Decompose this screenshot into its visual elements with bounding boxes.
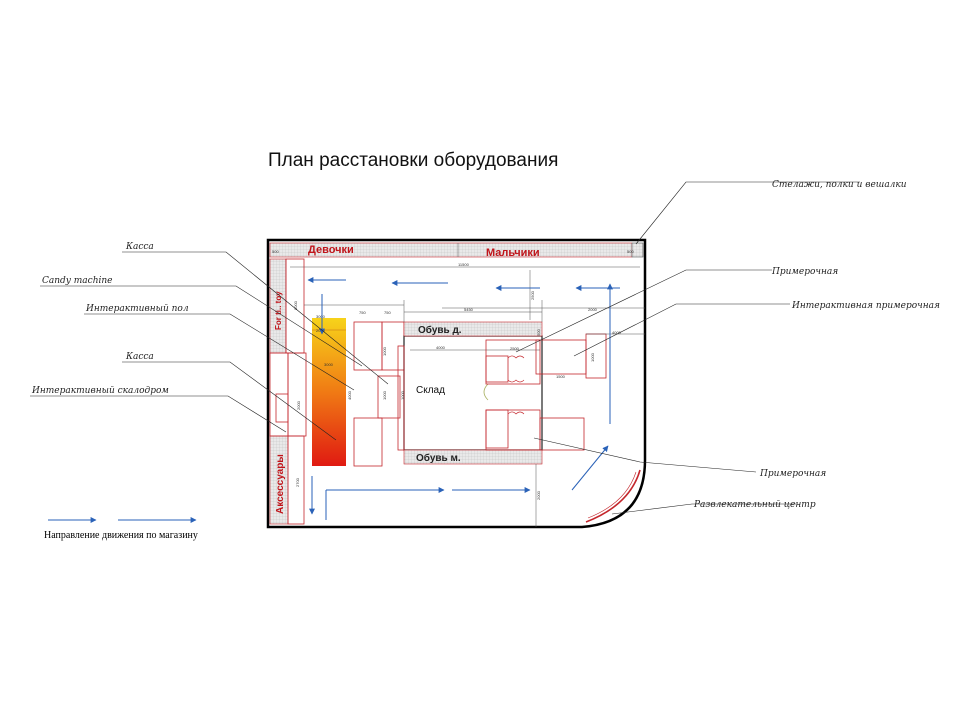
- zone-obuv-m-label: Обувь м.: [416, 452, 461, 464]
- zone-devochki-label: Девочки: [308, 244, 354, 256]
- dim-750a: 750: [359, 310, 366, 315]
- flow-arrows: [307, 277, 620, 520]
- fitting-rooms: 2500 500 1500 1000 4000: [485, 329, 645, 451]
- kassa-blocks: 750 750 1000 1000: [353, 310, 405, 467]
- dim-3000: 3000: [316, 314, 326, 319]
- callout-stellazh: Стелажи, полки и вешалки: [772, 180, 907, 190]
- dim-2000-mid: 2000: [588, 307, 598, 312]
- dim-500-mid: 500: [536, 329, 541, 336]
- dim-1000-b: 1000: [382, 390, 387, 400]
- zone-malchiki-label: Мальчики: [486, 247, 540, 259]
- dim-2700: 2700: [295, 477, 300, 487]
- callout-primerochnaya-1: Примерочная: [771, 267, 838, 277]
- dim-4000-r: 4000: [612, 330, 622, 335]
- store-outline: [266, 238, 647, 529]
- callout-primerochnaya-2: Примерочная: [759, 469, 826, 479]
- dim-3000-b: 3000: [324, 362, 334, 367]
- dim-4000-l: 4000: [347, 390, 352, 400]
- warehouse: Обувь д. Обувь м. Склад 4000 5450 1000: [397, 307, 543, 465]
- dim-500: 500: [272, 249, 279, 254]
- left-blocks: 2000: [269, 352, 307, 437]
- dim-1000: 1000: [382, 346, 387, 356]
- dim-500-right: 500: [627, 249, 634, 254]
- top-dimension: 11500: [290, 262, 640, 268]
- entertainment-center: [585, 469, 641, 523]
- callout-kassa-top: Касса: [125, 242, 154, 252]
- dim-5450: 5450: [464, 307, 474, 312]
- callout-interactive-floor: Интерактивный пол: [85, 304, 189, 314]
- dim-1000-d: 1000: [590, 352, 595, 362]
- construction-lines: 2500 2000 2000: [304, 270, 645, 527]
- callout-kassa-mid: Касса: [125, 352, 154, 362]
- zone-obuv-d-label: Обувь д.: [418, 324, 462, 336]
- callout-skalodrom: Интерактивный скалодром: [31, 386, 169, 396]
- zone-for-tiny-label: For ti.. toy: [274, 291, 283, 330]
- dim-11500: 11500: [458, 262, 470, 267]
- interactive-floor: 3000 2000 3000 4000: [312, 314, 352, 466]
- legend-text: Направление движения по магазину: [44, 530, 198, 541]
- dim-2000-v: 2000: [296, 400, 301, 410]
- dim-4000: 4000: [436, 345, 446, 350]
- dim-750b: 750: [384, 310, 391, 315]
- dim-2500: 2500: [510, 346, 520, 351]
- legend: Направление движения по магазину: [44, 517, 198, 541]
- zone-sklad-label: Склад: [416, 385, 445, 396]
- dim-2500-b: 2500: [530, 290, 535, 300]
- callout-leaders: [30, 181, 860, 515]
- callout-inter-primerochnaya: Интерактивная примерочная: [791, 301, 940, 311]
- callout-candy-machine: Candy machine: [42, 276, 113, 286]
- dim-2000-bottom: 2000: [536, 490, 541, 500]
- top-shelving: Девочки Мальчики 500 500: [269, 242, 644, 259]
- callout-razvlek-center: Развлекательный центр: [693, 500, 816, 510]
- left-shelving: For ti.. toy Аксессуары 8000 2700: [269, 258, 305, 525]
- zone-aksessuary-label: Аксессуары: [275, 454, 286, 514]
- dim-8000: 8000: [293, 300, 298, 310]
- page-title: План расстановки оборудования: [268, 150, 558, 171]
- dim-1000-c: 1000: [400, 390, 405, 400]
- dim-1500: 1500: [556, 374, 566, 379]
